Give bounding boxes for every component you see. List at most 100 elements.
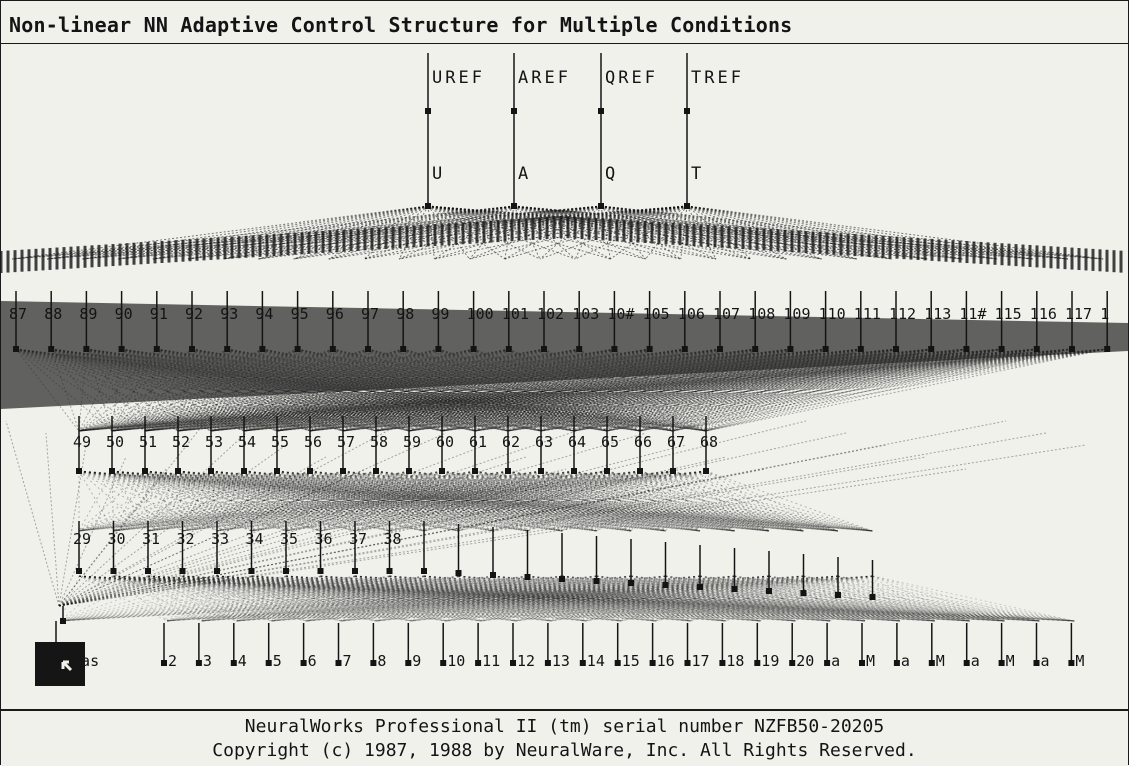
hidden2-node-18[interactable]: 67: [667, 416, 685, 474]
hidden2-node-14[interactable]: 63: [535, 416, 553, 474]
ref-node-uref[interactable]: UREF: [425, 53, 485, 114]
hidden1-node-10[interactable]: 97: [361, 291, 379, 352]
hidden3-extra-node-12[interactable]: [835, 557, 841, 598]
hidden3-node-1[interactable]: 30: [108, 521, 126, 574]
ref-node-tref[interactable]: TREF: [684, 53, 744, 114]
hidden3-node-6[interactable]: 35: [280, 521, 298, 574]
hidden1-node-20[interactable]: 107: [713, 291, 740, 352]
hidden1-node-15[interactable]: 102: [537, 291, 564, 352]
hidden1-node-25[interactable]: 112: [889, 291, 916, 352]
hidden1-node-26[interactable]: 113: [924, 291, 951, 352]
hidden3-extra-node-13[interactable]: [869, 560, 876, 600]
hidden2-node-1[interactable]: 50: [106, 416, 124, 474]
input-node-7[interactable]: 8: [370, 623, 386, 670]
input-node-4[interactable]: 5: [265, 623, 282, 670]
hidden1-node-4[interactable]: 91: [150, 291, 168, 352]
hidden3-extra-node-3[interactable]: [524, 530, 531, 580]
input-node-16[interactable]: 17: [684, 623, 710, 670]
input-node-21[interactable]: M: [859, 623, 875, 670]
input-node-6[interactable]: 7: [335, 623, 352, 670]
input-node-14[interactable]: 15: [614, 623, 640, 670]
hidden2-node-9[interactable]: 58: [370, 416, 388, 474]
ref-node-aref[interactable]: AREF: [511, 53, 571, 114]
hidden2-node-5[interactable]: 54: [238, 416, 256, 474]
hidden3-node-7[interactable]: 36: [315, 521, 333, 574]
input-node-19[interactable]: 20: [789, 623, 814, 670]
output-node-a[interactable]: A: [511, 111, 531, 209]
input-node-18[interactable]: 19: [754, 623, 779, 670]
hidden2-node-13[interactable]: 62: [502, 416, 520, 474]
hidden2-node-3[interactable]: 52: [172, 416, 190, 474]
hidden1-node-27[interactable]: 11#: [959, 291, 986, 352]
hidden3-extra-node-10[interactable]: [766, 551, 772, 594]
input-node-13[interactable]: 14: [579, 623, 605, 670]
hidden3-node-2[interactable]: 31: [142, 521, 160, 574]
hidden3-node-9[interactable]: 38: [384, 521, 402, 574]
hidden2-node-16[interactable]: 65: [601, 416, 619, 474]
hidden1-node-3[interactable]: 90: [115, 291, 133, 352]
input-node-22[interactable]: a: [893, 623, 910, 670]
hidden3-extra-node-1[interactable]: [455, 524, 462, 576]
hidden3-extra-node-11[interactable]: [800, 554, 807, 596]
input-node-26[interactable]: a: [1033, 623, 1050, 670]
hidden3-extra-node-8[interactable]: [697, 545, 703, 590]
cursor-tool-button[interactable]: [35, 642, 85, 686]
hidden1-node-13[interactable]: 100: [467, 291, 494, 352]
input-node-12[interactable]: 13: [544, 623, 570, 670]
hidden3-extra-node-5[interactable]: [593, 536, 600, 584]
hidden1-node-14[interactable]: 101: [502, 291, 529, 352]
hidden1-node-1[interactable]: 88: [44, 291, 62, 352]
hidden3-node-3[interactable]: 32: [177, 521, 195, 574]
hidden3-extra-node-0[interactable]: [421, 521, 427, 574]
input-node-2[interactable]: 3: [195, 623, 212, 670]
hidden2-node-0[interactable]: 49: [73, 416, 91, 474]
hidden2-node-17[interactable]: 66: [634, 416, 652, 474]
hidden3-extra-node-7[interactable]: [662, 542, 669, 588]
hidden1-node-8[interactable]: 95: [291, 291, 309, 352]
input-node-11[interactable]: 12: [510, 623, 535, 670]
hidden3-extra-node-4[interactable]: [559, 533, 565, 582]
hidden2-node-10[interactable]: 59: [403, 416, 421, 474]
hidden2-node-7[interactable]: 56: [304, 416, 322, 474]
hidden1-node-31[interactable]: 1: [1100, 291, 1111, 352]
hidden1-node-28[interactable]: 115: [995, 291, 1022, 352]
input-node-10[interactable]: 11: [475, 623, 500, 670]
hidden3-extra-node-9[interactable]: [731, 548, 738, 592]
hidden1-node-18[interactable]: 105: [643, 291, 670, 352]
ref-node-qref[interactable]: QREF: [598, 53, 658, 114]
input-node-17[interactable]: 18: [719, 623, 744, 670]
hidden1-node-5[interactable]: 92: [185, 291, 203, 352]
hidden2-node-19[interactable]: 68: [700, 416, 718, 474]
input-node-23[interactable]: M: [928, 623, 945, 670]
hidden3-node-5[interactable]: 34: [246, 521, 264, 574]
input-node-15[interactable]: 16: [649, 623, 675, 670]
input-node-bias[interactable]: [60, 606, 66, 624]
hidden1-node-6[interactable]: 93: [220, 291, 238, 352]
hidden1-node-19[interactable]: 106: [678, 291, 705, 352]
hidden1-node-23[interactable]: 110: [819, 291, 846, 352]
output-node-u[interactable]: U: [425, 111, 445, 209]
hidden1-node-0[interactable]: 87: [9, 291, 27, 352]
input-node-3[interactable]: 4: [230, 623, 247, 670]
hidden1-node-16[interactable]: 103: [572, 291, 599, 352]
hidden1-node-17[interactable]: 10#: [607, 291, 634, 352]
hidden1-node-7[interactable]: 94: [255, 291, 273, 352]
input-node-25[interactable]: M: [998, 623, 1015, 670]
input-node-9[interactable]: 10: [440, 623, 465, 670]
input-node-8[interactable]: 9: [405, 623, 421, 670]
hidden3-extra-node-2[interactable]: [490, 527, 496, 578]
hidden1-node-11[interactable]: 98: [396, 291, 414, 352]
hidden1-node-29[interactable]: 116: [1030, 291, 1057, 352]
hidden1-node-12[interactable]: 99: [431, 291, 449, 352]
input-node-1[interactable]: 2: [161, 623, 177, 670]
hidden2-node-6[interactable]: 55: [271, 416, 289, 474]
hidden3-extra-node-6[interactable]: [628, 539, 634, 586]
hidden1-node-2[interactable]: 89: [79, 291, 97, 352]
hidden2-node-8[interactable]: 57: [337, 416, 355, 474]
input-node-20[interactable]: a: [824, 623, 840, 670]
output-node-t[interactable]: T: [684, 111, 704, 209]
hidden1-node-30[interactable]: 117: [1065, 291, 1092, 352]
hidden3-node-0[interactable]: 29: [73, 521, 91, 574]
hidden2-node-12[interactable]: 61: [469, 416, 487, 474]
hidden1-node-22[interactable]: 109: [783, 291, 810, 352]
